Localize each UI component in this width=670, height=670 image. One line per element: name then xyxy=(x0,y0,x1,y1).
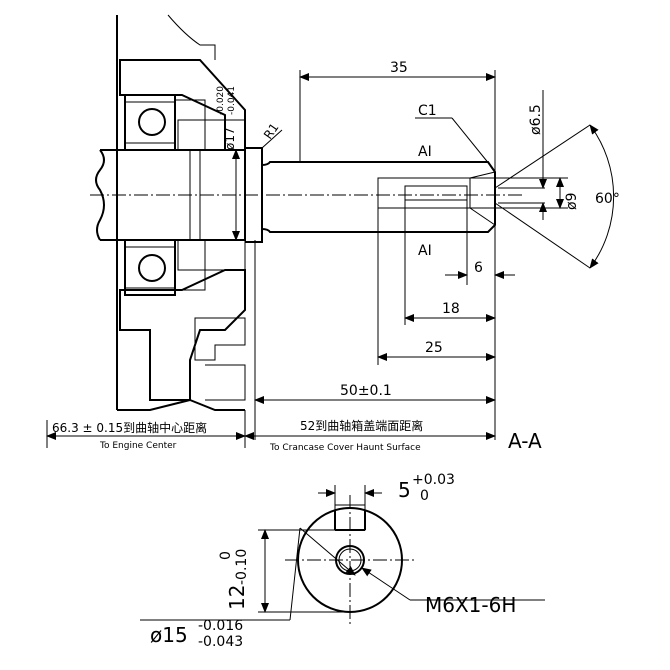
section-dia-upper: -0.016 xyxy=(198,618,243,634)
dim-c1: C1 xyxy=(418,103,437,119)
section-dia: ø15 xyxy=(150,623,188,647)
dim-35: 35 xyxy=(390,60,408,76)
dim-6: 6 xyxy=(474,260,483,276)
key-width-upper: +0.03 xyxy=(412,472,455,488)
bearing-upper xyxy=(124,94,206,151)
dim-phi-9: ø9 xyxy=(564,193,580,210)
dim-phi-17: ø17 xyxy=(223,127,237,150)
note-cover-cn: 52到曲轴箱盖端面距离 xyxy=(300,418,423,433)
dim-25: 25 xyxy=(425,340,443,356)
bearing-lower xyxy=(124,239,206,296)
depth-lower: -0.10 xyxy=(234,549,250,585)
section-a-a: A-A 5 +0.03 0 12 0 -0.10 M6X1-6H xyxy=(140,429,545,650)
housing-section xyxy=(95,14,246,411)
dim-50: 50±0.1 xyxy=(340,383,392,399)
dim-phi-17-lower: -0.041 xyxy=(227,86,237,115)
depth-upper: 0 xyxy=(218,551,234,560)
dimensions: 35 C1 AI ø6.5 ø9 60° AI 6 18 25 50±0.1 xyxy=(216,60,620,440)
label-ai-bottom: AI xyxy=(418,243,432,259)
key-width: 5 xyxy=(398,478,411,502)
depth-value: 12 xyxy=(225,585,249,610)
dim-phi-17-upper: -0.020 xyxy=(216,86,226,115)
note-engine-center-en: To Engine Center xyxy=(99,441,177,451)
note-cover-en: To Crancase Cover Haunt Surface xyxy=(269,443,421,453)
dim-18: 18 xyxy=(442,301,460,317)
distance-notes: 66.3 ± 0.15到曲轴中心距离 To Engine Center 52到曲… xyxy=(46,410,496,453)
key-width-lower: 0 xyxy=(420,488,429,504)
label-ai-top: AI xyxy=(418,144,432,160)
section-label: A-A xyxy=(508,429,542,453)
section-dia-lower: -0.043 xyxy=(198,634,243,650)
dim-phi-6-5: ø6.5 xyxy=(528,104,544,135)
dim-60-deg: 60° xyxy=(595,191,620,207)
note-engine-center-cn: 66.3 ± 0.15到曲轴中心距离 xyxy=(52,420,207,435)
dim-r1: R1 xyxy=(261,121,282,142)
thread-spec: M6X1-6H xyxy=(425,593,516,617)
crankshaft xyxy=(90,147,545,243)
